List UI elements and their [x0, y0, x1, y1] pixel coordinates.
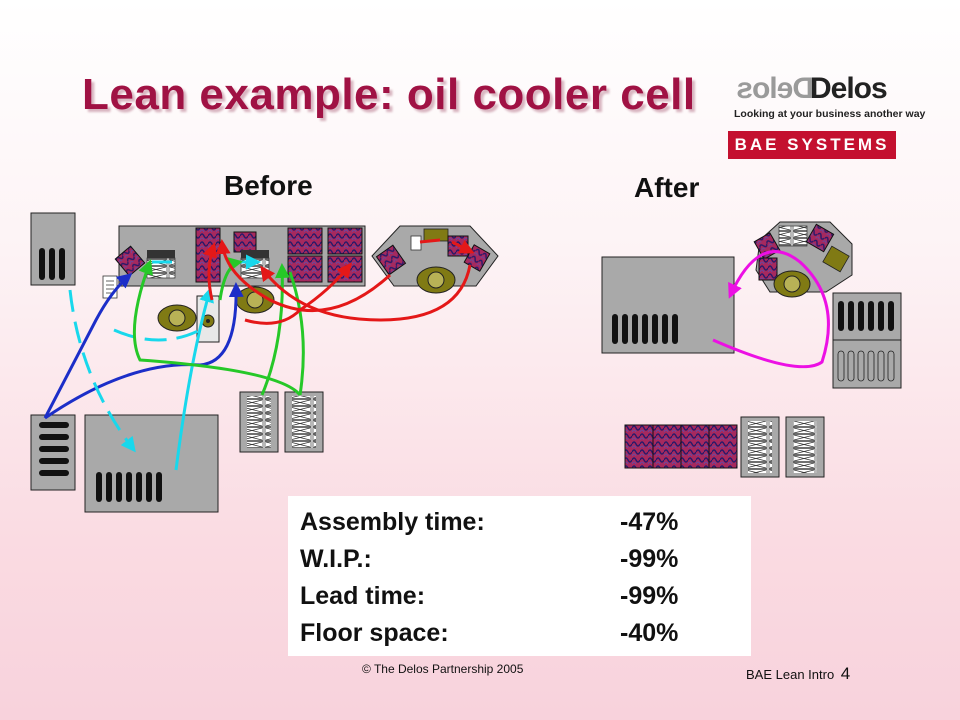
stat-label: W.I.P.:	[300, 545, 372, 573]
after-layout	[601, 221, 902, 478]
before-layout	[30, 212, 499, 513]
stat-row: Floor space: -40%	[300, 619, 678, 648]
workstation-icon	[753, 221, 853, 298]
results-panel: Assembly time: -47% W.I.P.: -99% Lead ti…	[288, 496, 751, 656]
page-number: 4	[840, 664, 851, 683]
stat-value: -99%	[620, 545, 679, 573]
stat-label: Lead time:	[300, 582, 426, 610]
delos-logo: Delos Delos Looking at your business ano…	[730, 70, 925, 126]
page-title: Lean example: oil cooler cell	[82, 70, 696, 119]
parts-bin-icon	[624, 424, 738, 469]
workstation-icon	[371, 225, 499, 294]
machine-icon	[601, 256, 735, 354]
operator-icon	[157, 286, 275, 332]
stat-label: Assembly time:	[300, 508, 485, 536]
press-icon	[196, 295, 220, 343]
storage-rack-icon	[740, 416, 825, 478]
stat-value: -47%	[620, 508, 679, 536]
bae-systems-logo: BAE SYSTEMS	[728, 131, 896, 159]
stat-value: -99%	[620, 582, 679, 610]
storage-rack-icon	[239, 391, 324, 453]
stat-value: -40%	[620, 619, 679, 647]
material-flow-arrow	[712, 250, 830, 369]
delos-logo-text: Delos	[810, 72, 888, 105]
delos-tagline: Looking at your business another way	[734, 108, 926, 120]
deck-name: BAE Lean Intro	[746, 667, 835, 682]
machine-icon	[30, 212, 76, 286]
before-label: Before	[224, 170, 313, 201]
stat-row: W.I.P.: -99%	[300, 545, 678, 574]
stat-label: Floor space:	[300, 619, 449, 647]
machine-icon	[832, 292, 902, 389]
machine-icon	[30, 414, 76, 491]
slide-footer: BAE Lean Intro 4	[746, 664, 850, 684]
stat-row: Lead time: -99%	[300, 582, 678, 611]
stat-row: Assembly time: -47%	[300, 508, 678, 537]
material-flow-arrows	[43, 240, 472, 471]
machine-icon	[84, 414, 219, 513]
after-label: After	[634, 172, 700, 203]
copyright-notice: © The Delos Partnership 2005	[362, 662, 524, 676]
